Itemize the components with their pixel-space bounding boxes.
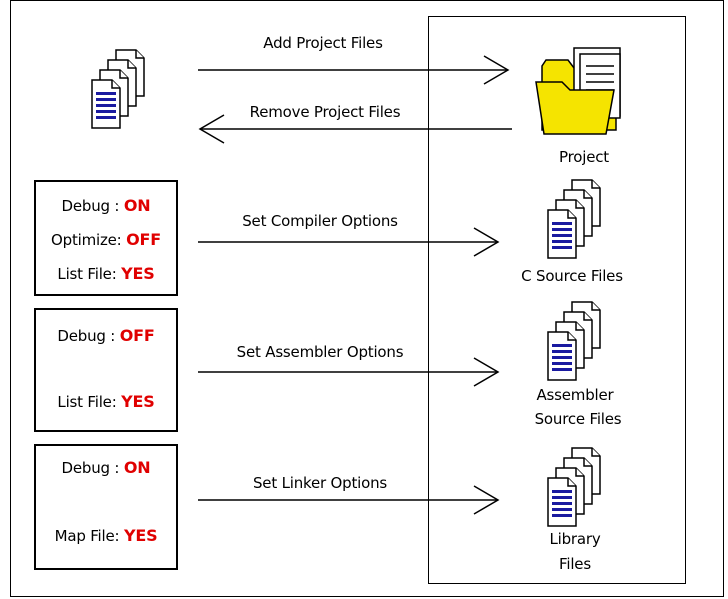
document-stack-icon <box>91 49 145 129</box>
compiler-optimize-line: Optimize: OFF <box>36 230 176 249</box>
assembler-options-label: Set Assembler Options <box>236 343 404 361</box>
assembler-debug-label: Debug : <box>57 327 120 345</box>
project-label: Project <box>559 148 609 166</box>
linker-debug-value: ON <box>123 458 151 477</box>
c-source-files-icon <box>547 179 601 259</box>
compiler-listfile-label: List File: <box>57 265 122 283</box>
linker-options-box: Debug : ON Map File: YES <box>34 444 178 570</box>
add-files-arrowhead <box>483 55 510 85</box>
library-label-line1: Library <box>549 530 601 548</box>
c-source-files-label: C Source Files <box>521 267 623 285</box>
compiler-optimize-value: OFF <box>126 230 161 249</box>
folder-icon <box>535 47 621 135</box>
assembler-arrowhead <box>473 357 500 387</box>
assembler-listfile-line: List File: YES <box>36 392 176 411</box>
compiler-options-box: Debug : ON Optimize: OFF List File: YES <box>34 180 178 296</box>
compiler-debug-value: ON <box>123 196 151 215</box>
linker-debug-line: Debug : ON <box>36 458 176 477</box>
compiler-options-label: Set Compiler Options <box>242 212 398 230</box>
library-label-line2: Files <box>559 555 591 573</box>
linker-arrowhead <box>473 485 500 515</box>
compiler-listfile-line: List File: YES <box>36 264 176 283</box>
assembler-files-icon <box>547 301 601 381</box>
add-files-label: Add Project Files <box>263 34 383 52</box>
diagram-frame <box>10 0 724 597</box>
linker-debug-label: Debug : <box>61 459 124 477</box>
compiler-optimize-label: Optimize: <box>51 231 127 249</box>
library-files-icon <box>547 447 601 527</box>
assembler-label-line2: Source Files <box>534 410 622 428</box>
compiler-debug-line: Debug : ON <box>36 196 176 215</box>
linker-mapfile-value: YES <box>123 526 158 545</box>
project-container <box>428 16 686 584</box>
linker-mapfile-line: Map File: YES <box>36 526 176 545</box>
compiler-debug-label: Debug : <box>61 197 124 215</box>
linker-options-label: Set Linker Options <box>252 474 388 492</box>
compiler-arrowhead <box>473 227 500 257</box>
assembler-debug-line: Debug : OFF <box>36 326 176 345</box>
remove-files-label: Remove Project Files <box>249 103 401 121</box>
linker-mapfile-label: Map File: <box>54 527 124 545</box>
assembler-listfile-label: List File: <box>57 393 122 411</box>
assembler-options-box: Debug : OFF List File: YES <box>34 308 178 432</box>
assembler-debug-value: OFF <box>119 326 155 345</box>
assembler-label-line1: Assembler <box>536 386 614 404</box>
remove-files-arrowhead <box>198 114 225 144</box>
assembler-listfile-value: YES <box>121 392 155 411</box>
compiler-listfile-value: YES <box>121 264 155 283</box>
